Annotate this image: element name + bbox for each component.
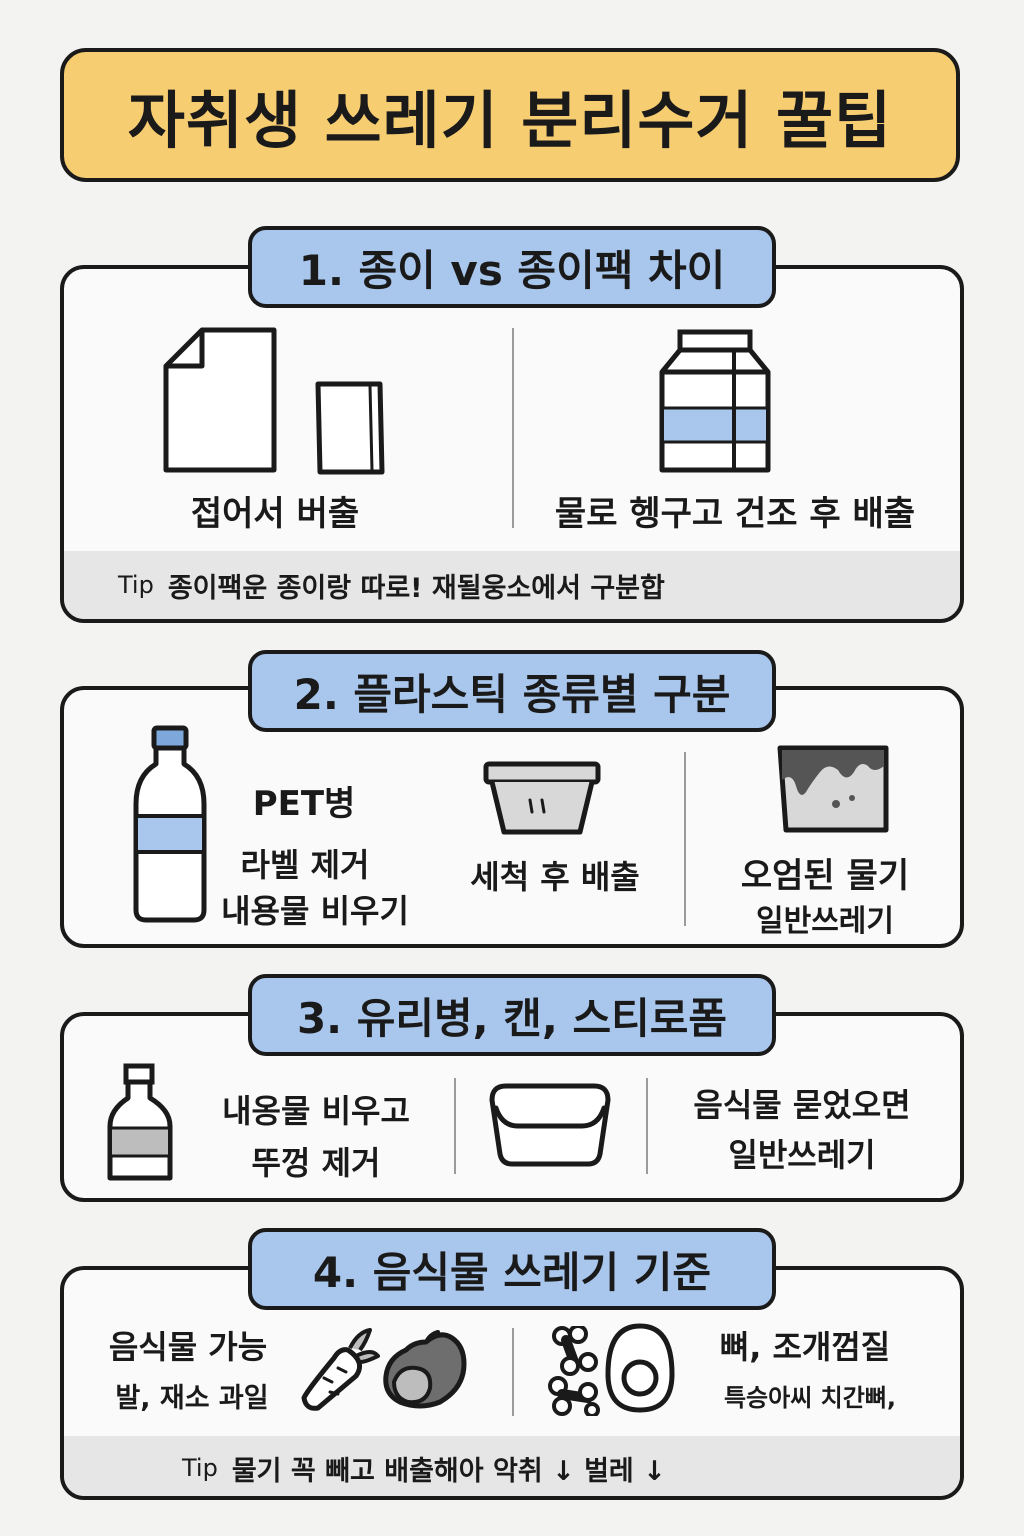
dirty-sub: 일반쓰레기 [756, 904, 894, 939]
styrofoam-bowl-icon [488, 1082, 612, 1168]
food-allowed-sub: 발, 재소 과일 [115, 1383, 269, 1414]
section1-heading: 1. 종이 vs 종이팩 차이 [248, 226, 776, 308]
section4-heading: 4. 음식물 쓰레기 기준 [248, 1228, 776, 1310]
pet-bottle-icon [132, 724, 212, 924]
title-banner: 자취생 쓰레기 분리수거 꿀팁 [60, 48, 960, 182]
section1-tip-bar: Tip 종이팩운 종이랑 따로! 재될웅소에서 구분합 [64, 551, 960, 619]
section2-heading: 2. 플라스틱 종류별 구분 [248, 650, 776, 732]
bottle-line1: 내옹물 비우고 [222, 1092, 410, 1130]
section4-tip-bar: Tip 물기 꼭 빼고 배출해아 악취 ↓ 벌레 ↓ [64, 1436, 960, 1496]
dirty-container-icon [776, 744, 890, 834]
section3-heading: 3. 유리병, 캔, 스티로폼 [248, 974, 776, 1056]
section-paper-card: Tip 종이팩운 종이랑 따로! 재될웅소에서 구분합 [60, 265, 964, 623]
section3-divider-left [454, 1078, 456, 1174]
tip-label: Tip [118, 571, 154, 599]
plastic-container-icon [482, 760, 602, 836]
section1-right-caption: 물로 헹구고 건조 후 배출 [554, 494, 916, 534]
glass-bottle-icon [106, 1062, 174, 1182]
vegetable-icon [380, 1328, 470, 1410]
paper-sheets-icon [160, 326, 390, 476]
food-not-allowed-sub: 특승아씨 치간뼈, [723, 1384, 897, 1412]
section1-left-caption: 접어서 버출 [190, 494, 360, 534]
food-allowed-label: 음식물 가능 [108, 1328, 268, 1366]
bottle-line2: 뚜껑 제거 [251, 1144, 381, 1182]
section3-divider-right [646, 1078, 648, 1174]
page-title: 자취생 쓰레기 분리수거 꿀팁 [127, 84, 893, 157]
dirty-label: 오엄된 물기 [740, 856, 910, 896]
pet-label: PET병 [252, 784, 356, 824]
section2-divider [684, 752, 686, 926]
bone-icon [548, 1326, 602, 1416]
section1-tip-text: 종이팩운 종이랑 따로! 재될웅소에서 구분합 [167, 572, 665, 604]
section1-divider [512, 328, 514, 528]
carrot-icon [300, 1326, 380, 1412]
food-not-allowed-label: 뼈, 조개껌질 [719, 1328, 891, 1366]
milk-carton-icon [658, 328, 772, 474]
section4-tip-text: 물기 꼭 빼고 배출해아 악취 ↓ 벌레 ↓ [231, 1455, 666, 1487]
section3-note-line1: 음식물 묻었오면 [693, 1086, 911, 1124]
pet-line1: 라벨 제거 [240, 846, 370, 884]
egg-icon [604, 1322, 676, 1414]
pet-line2: 내용물 비우기 [221, 892, 409, 930]
container-label: 세척 후 배출 [470, 858, 640, 896]
section3-note-line2: 일반쓰레기 [728, 1136, 876, 1174]
tip-label: Tip [182, 1454, 218, 1482]
section4-divider [512, 1328, 514, 1416]
